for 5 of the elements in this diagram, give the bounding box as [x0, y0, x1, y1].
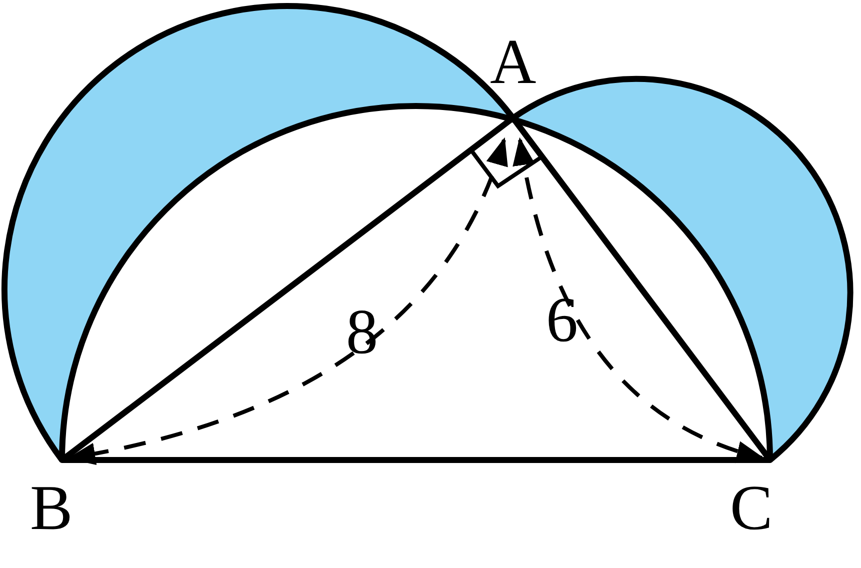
- point-label: A: [490, 30, 536, 94]
- length-label: 8: [346, 300, 378, 364]
- point-label: C: [730, 476, 773, 540]
- length-label: 6: [546, 288, 578, 352]
- point-label: B: [30, 476, 73, 540]
